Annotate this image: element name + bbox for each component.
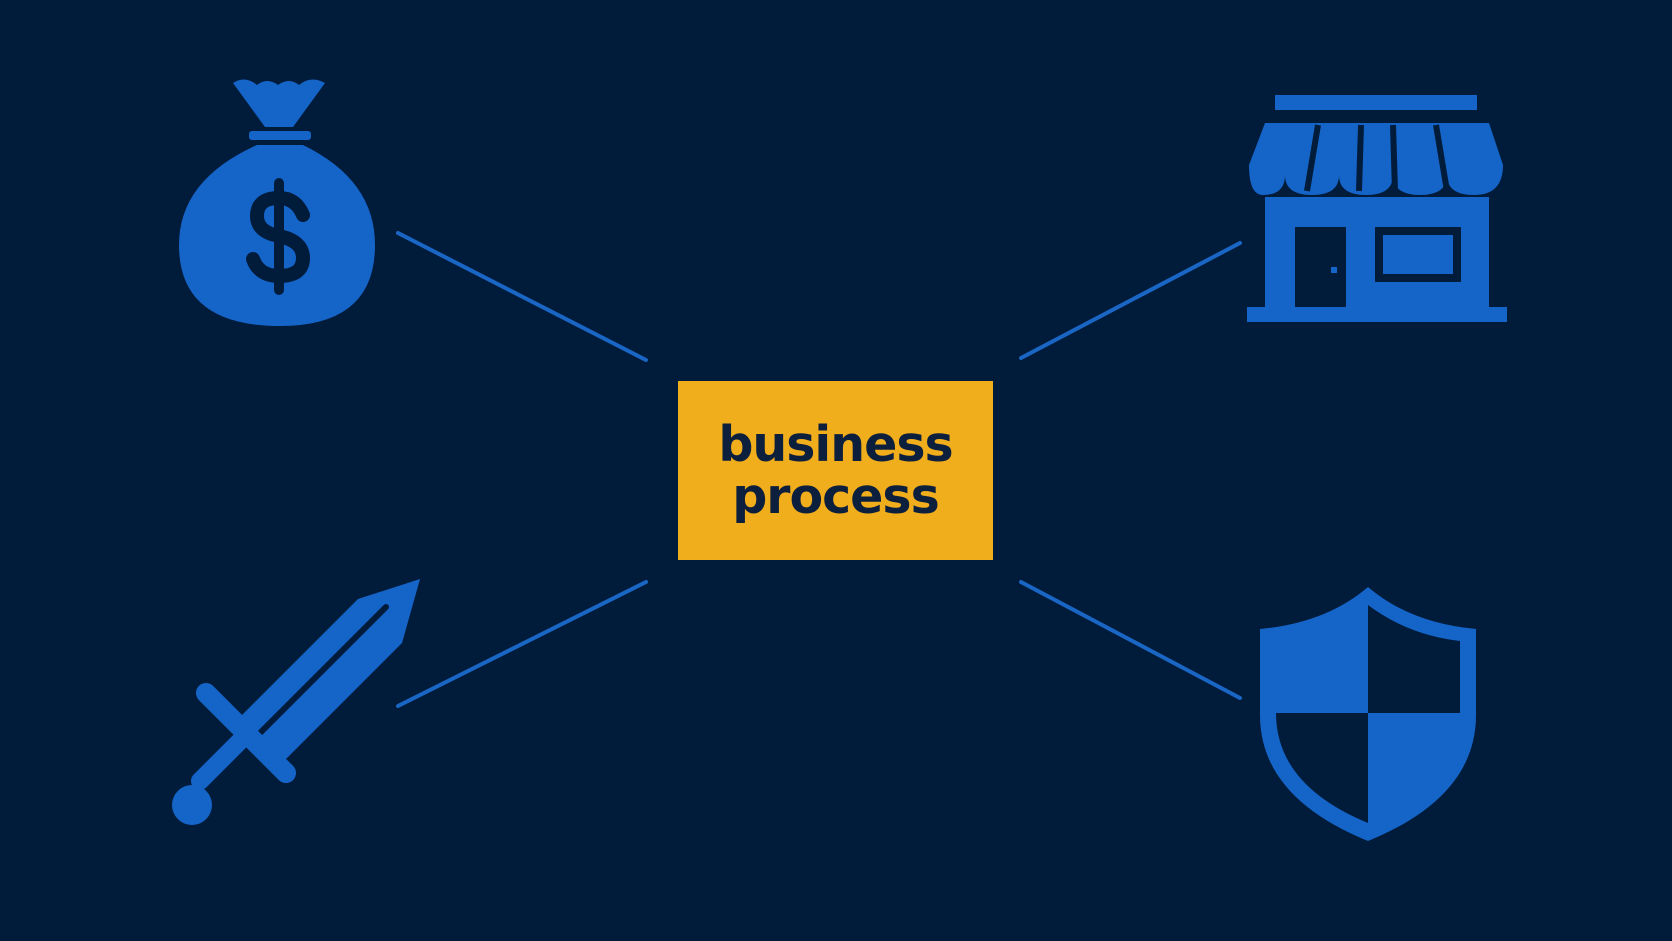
connector-bottom-left bbox=[396, 580, 648, 708]
business-process-node: business process bbox=[678, 381, 993, 560]
storefront-icon bbox=[1247, 95, 1507, 327]
connector-top-left bbox=[396, 231, 648, 362]
money-bag-icon bbox=[175, 75, 385, 330]
connector-top-right bbox=[1019, 241, 1242, 360]
center-label-line-2: process bbox=[732, 467, 940, 525]
center-label-line-1: business bbox=[718, 415, 953, 473]
connector-bottom-right bbox=[1019, 580, 1242, 700]
sword-icon bbox=[170, 575, 425, 830]
shield-icon bbox=[1260, 585, 1480, 845]
